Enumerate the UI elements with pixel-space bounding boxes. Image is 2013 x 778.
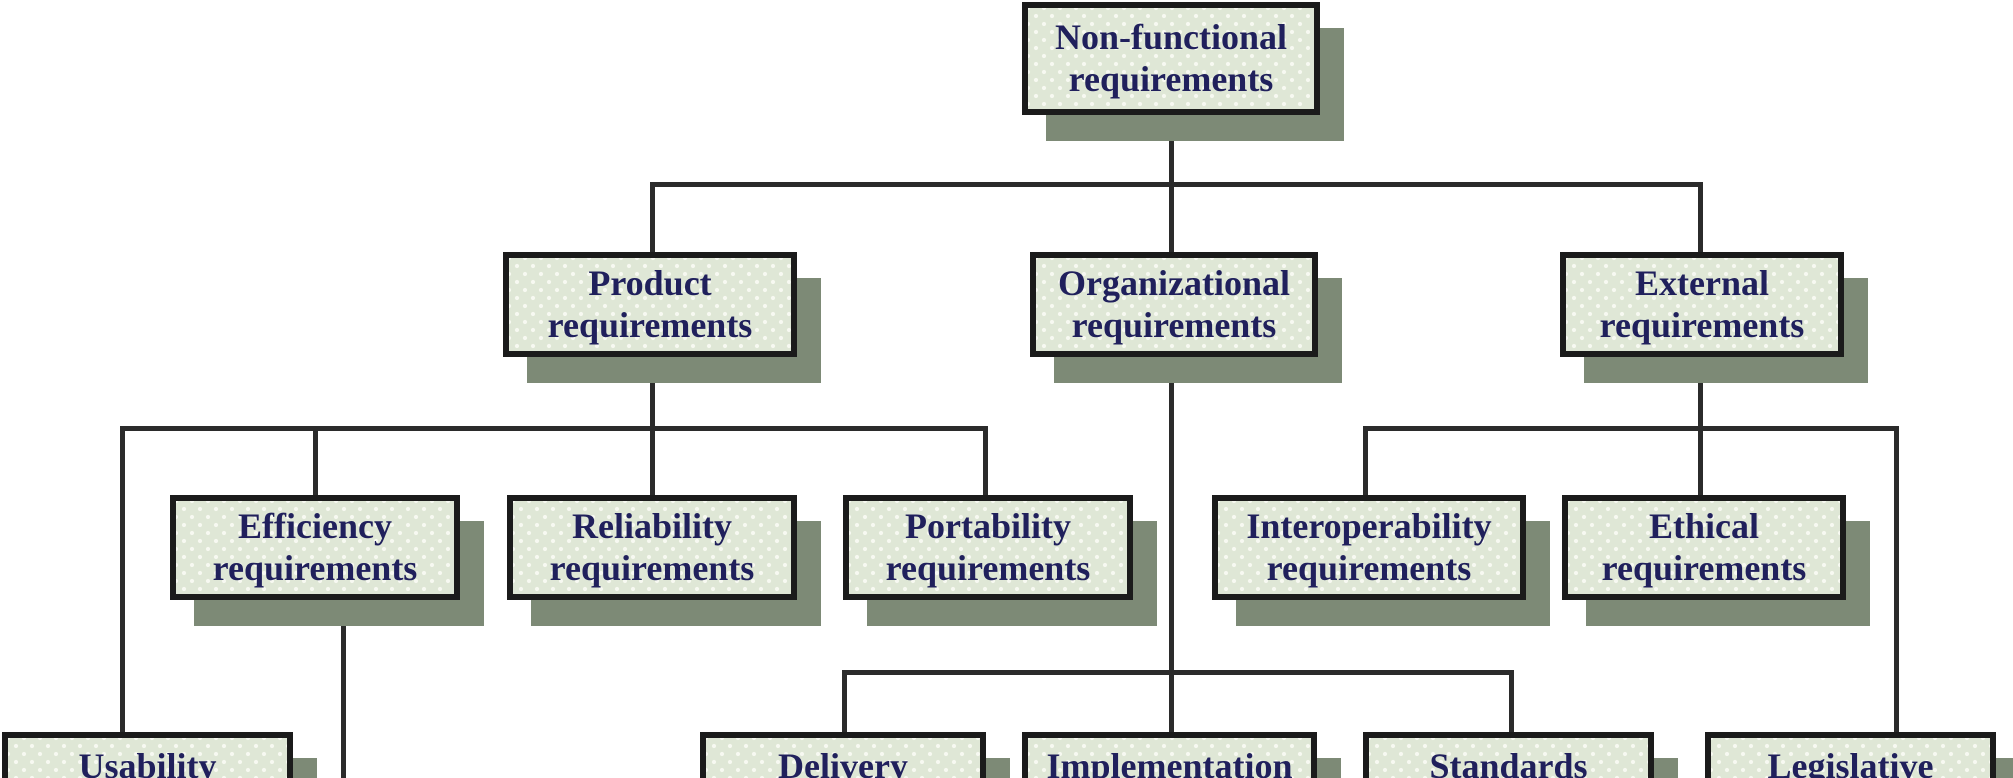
node-legislative: Legislative — [1705, 732, 1996, 778]
edge-drop-legislative — [1894, 426, 1899, 734]
edge-drop-external — [1698, 182, 1703, 254]
edge-drop-portability — [983, 426, 988, 497]
edge-drop-efficiency — [313, 426, 318, 497]
node-product-requirements: Product requirements — [503, 252, 797, 357]
node-usability: Usability — [2, 732, 293, 778]
node-standards: Standards — [1363, 732, 1654, 778]
edge-root-children-bar — [650, 182, 1703, 187]
edge-external-children-bar — [1363, 426, 1899, 431]
node-delivery: Delivery — [700, 732, 986, 778]
node-interoperability-requirements: Interoperability requirements — [1212, 495, 1526, 600]
edge-external-to-ethical — [1698, 357, 1703, 497]
edge-drop-organizational — [1169, 182, 1174, 254]
edge-drop-usability — [120, 426, 125, 734]
edge-product-to-reliability — [650, 357, 655, 497]
node-reliability-requirements: Reliability requirements — [507, 495, 797, 600]
edge-drop-product — [650, 182, 655, 254]
edge-organizational-to-implementation — [1169, 357, 1174, 734]
edge-drop-standards — [1509, 670, 1514, 734]
edge-drop-interoperability — [1363, 426, 1368, 497]
edge-organizational-children-bar — [842, 670, 1514, 675]
node-non-functional-requirements: Non-functional requirements — [1022, 2, 1320, 115]
edge-efficiency-down-offscreen — [341, 600, 346, 778]
node-external-requirements: External requirements — [1560, 252, 1844, 357]
edge-product-children-bar — [120, 426, 988, 431]
node-ethical-requirements: Ethical requirements — [1562, 495, 1846, 600]
edge-drop-delivery — [842, 670, 847, 734]
node-organizational-requirements: Organizational requirements — [1030, 252, 1318, 357]
node-portability-requirements: Portability requirements — [843, 495, 1133, 600]
node-implementation: Implementation — [1022, 732, 1317, 778]
node-efficiency-requirements: Efficiency requirements — [170, 495, 460, 600]
edge-root-stem — [1169, 115, 1174, 184]
